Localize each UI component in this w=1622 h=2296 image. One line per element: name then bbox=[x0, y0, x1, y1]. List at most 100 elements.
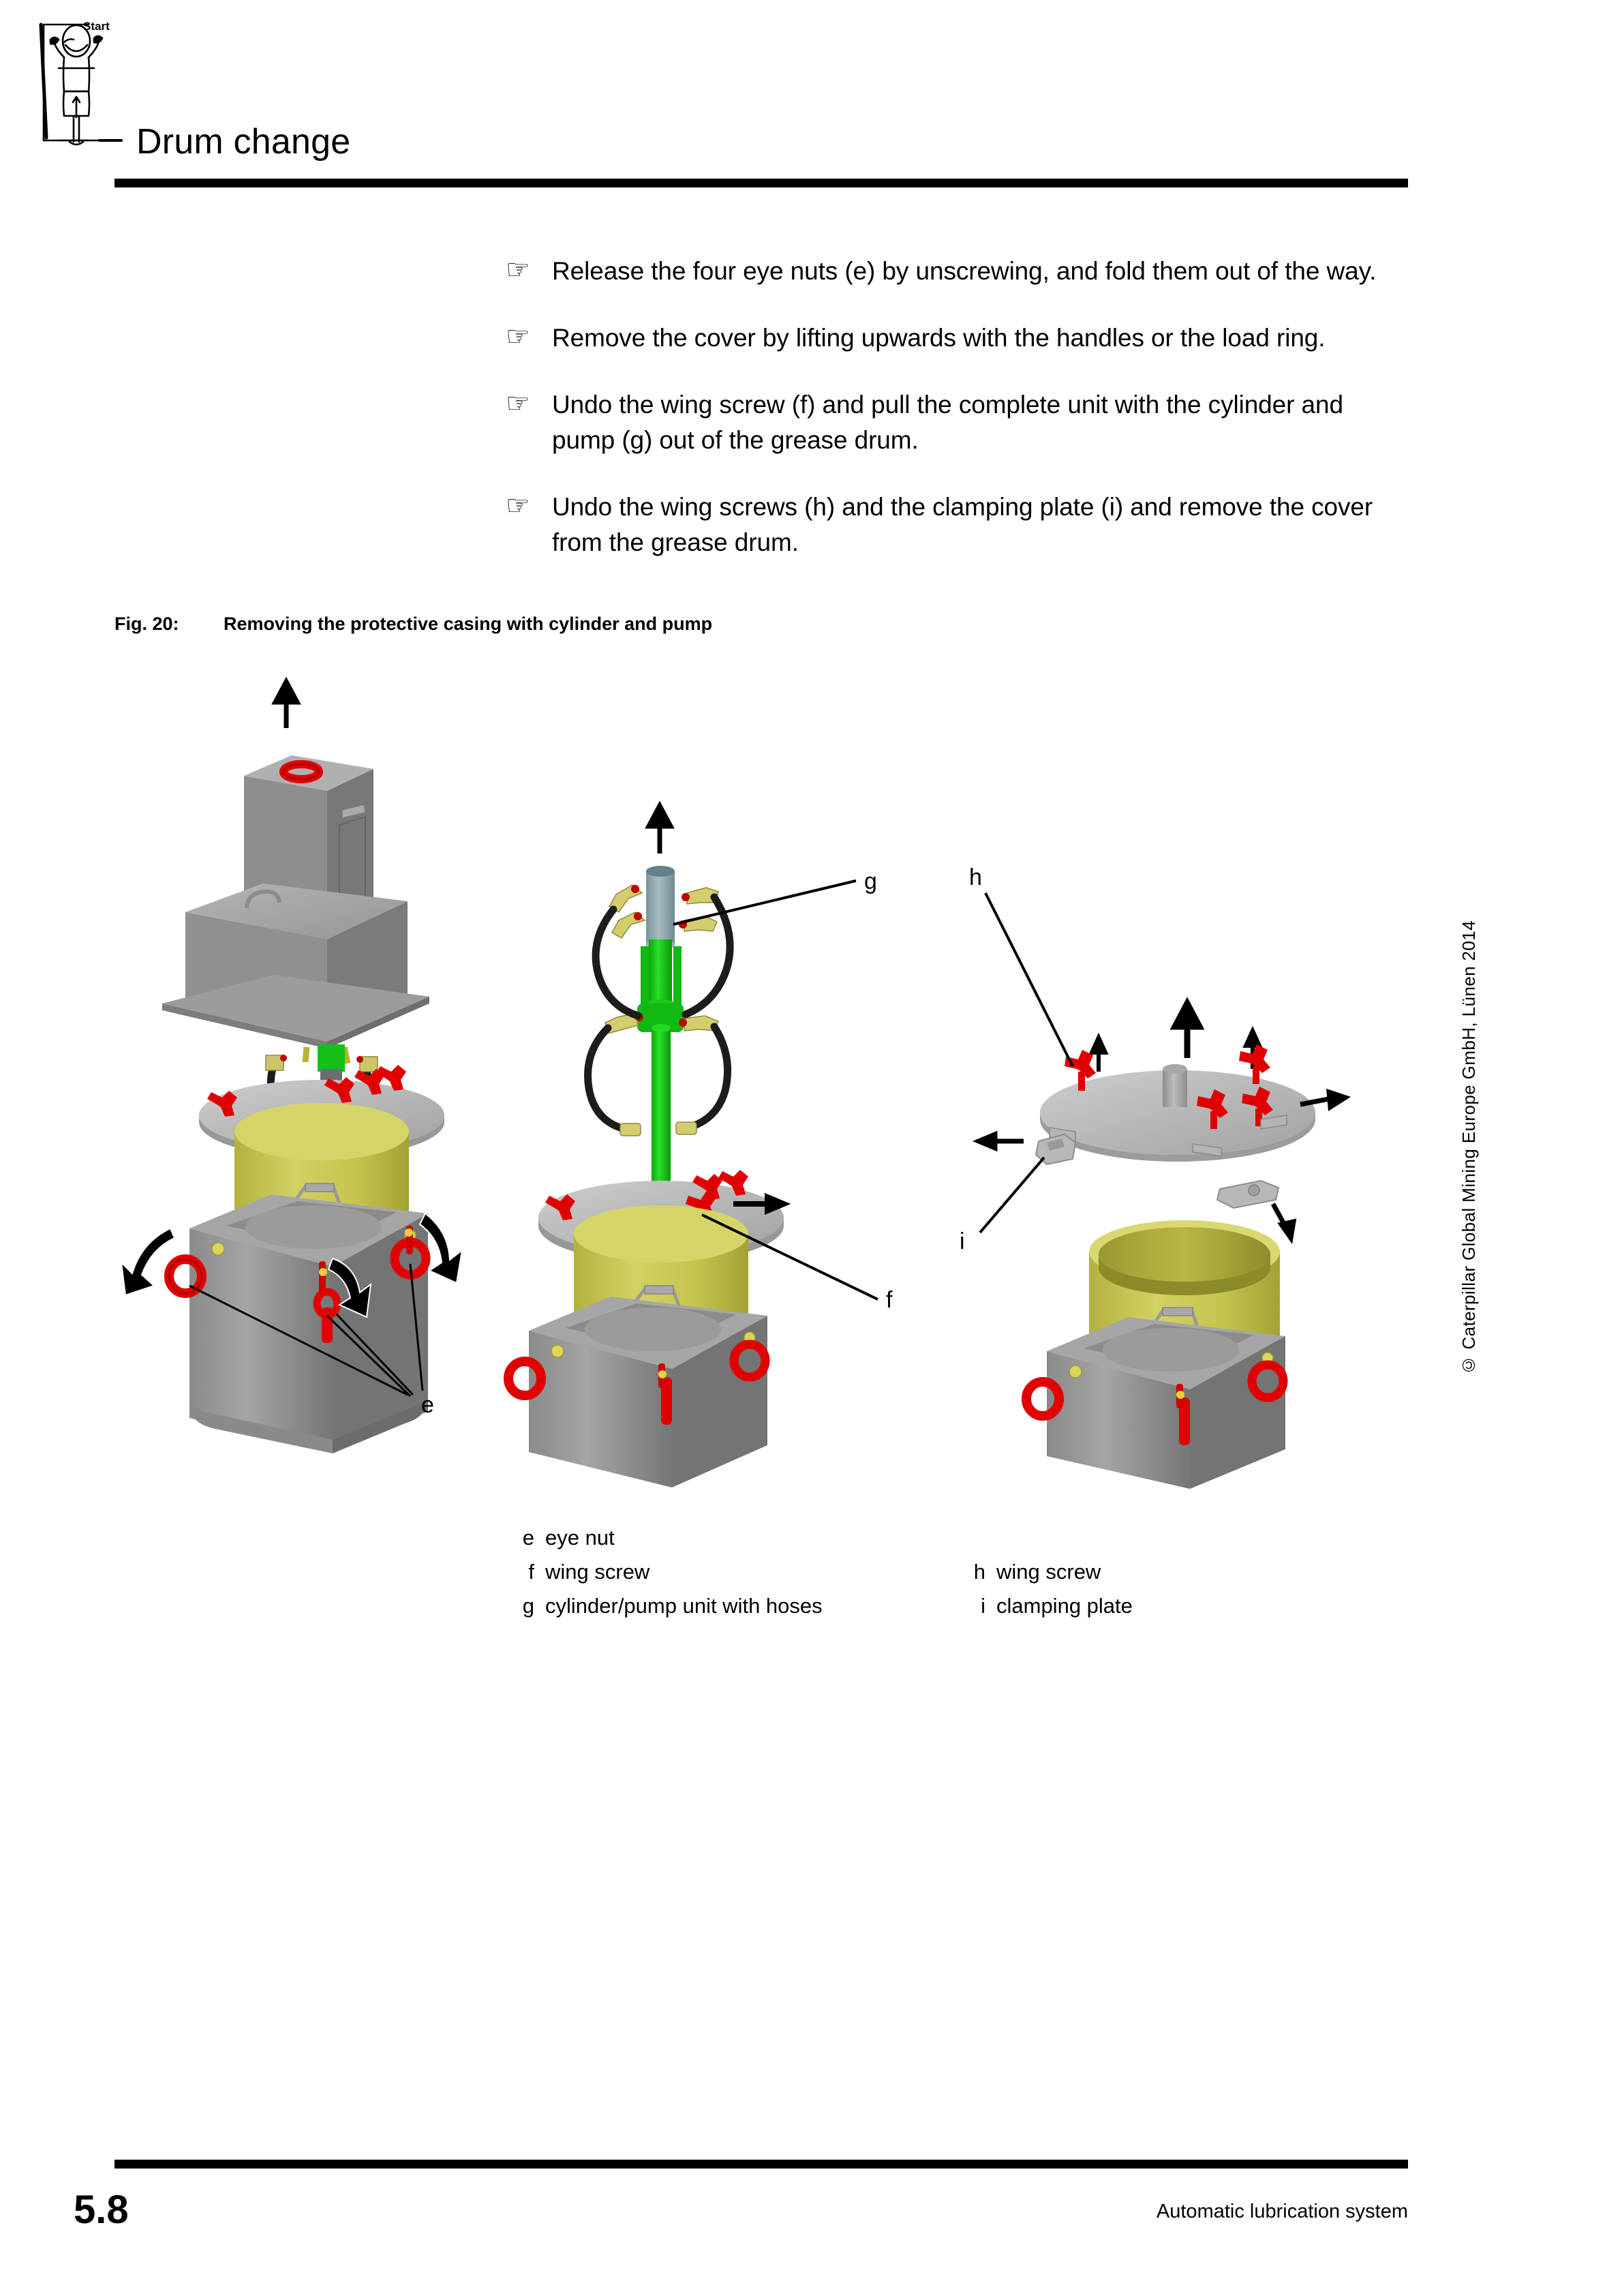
wing-screw-icon bbox=[376, 1065, 406, 1091]
outer-casing-box bbox=[1047, 1317, 1285, 1489]
figure-panel-3: h i bbox=[960, 864, 1351, 1489]
hose-end-fitting-icon bbox=[619, 1121, 697, 1136]
wing-screw-icon bbox=[718, 1170, 748, 1196]
callout-leader-line bbox=[189, 1263, 424, 1398]
wing-screw-icon bbox=[354, 1069, 384, 1095]
right-arrow-icon bbox=[1300, 1088, 1351, 1112]
figure-panel-1: e bbox=[120, 676, 463, 1453]
legend-key: e bbox=[522, 1526, 534, 1550]
down-arrow-icon bbox=[1270, 1203, 1297, 1245]
hose-fitting-icon bbox=[608, 884, 643, 913]
clamping-plate-piece bbox=[1216, 1179, 1280, 1209]
pump-unit bbox=[637, 939, 684, 1192]
instruction-item: ☞ Remove the cover by lifting upwards wi… bbox=[506, 320, 1412, 356]
hose-fitting-icon bbox=[679, 1015, 719, 1031]
pointing-hand-icon: ☞ bbox=[506, 490, 530, 522]
protective-casing-lower bbox=[162, 883, 429, 1048]
document-title: Automatic lubrication system bbox=[1156, 2201, 1408, 2222]
legend-description: eye nut bbox=[545, 1526, 615, 1550]
copyright-text: © Caterpillar Global Mining Europe GmbH,… bbox=[1458, 920, 1479, 1376]
start-person-icon: Start bbox=[34, 15, 129, 151]
instruction-text: Undo the wing screws (h) and the clampin… bbox=[552, 493, 1373, 556]
wing-screw-icon bbox=[1239, 1044, 1270, 1084]
legend-entry: i clamping plate bbox=[957, 1594, 1133, 1618]
eye-nut-icon bbox=[658, 1363, 672, 1425]
pointing-hand-icon: ☞ bbox=[506, 254, 530, 286]
legend-description: cylinder/pump unit with hoses bbox=[545, 1594, 823, 1618]
eye-nut-icon bbox=[313, 1261, 341, 1343]
up-arrow-icon bbox=[1088, 1032, 1109, 1072]
instruction-item: ☞ Undo the wing screw (f) and pull the c… bbox=[506, 387, 1412, 458]
legend-description: clamping plate bbox=[996, 1594, 1133, 1618]
wing-screw-icon bbox=[324, 1077, 354, 1103]
pointing-hand-icon: ☞ bbox=[506, 388, 530, 419]
clamping-cover-plate bbox=[1040, 1044, 1315, 1162]
eye-nut-icon bbox=[164, 1254, 206, 1298]
instruction-text: Release the four eye nuts (e) by unscrew… bbox=[552, 257, 1377, 285]
callout-label-g: g bbox=[864, 868, 877, 894]
cylinder-tube bbox=[646, 866, 675, 950]
hose-fitting-icon bbox=[682, 887, 719, 905]
clamping-plate-piece bbox=[1035, 1133, 1077, 1166]
left-arrow-icon bbox=[972, 1130, 1024, 1152]
wing-screw-icon bbox=[1242, 1087, 1273, 1126]
callout-leader-line bbox=[673, 879, 857, 926]
callout-label-e: e bbox=[421, 1392, 434, 1418]
callout-label-h: h bbox=[969, 864, 982, 890]
wing-screw-icon bbox=[692, 1174, 722, 1200]
eye-nut-icon bbox=[390, 1226, 431, 1280]
eye-nut-icon bbox=[1022, 1377, 1064, 1421]
legend-entry: e eye nut bbox=[506, 1526, 615, 1550]
rotation-arrow-icon bbox=[120, 1227, 176, 1297]
up-arrow-icon bbox=[271, 676, 301, 728]
callout-label-f: f bbox=[886, 1287, 893, 1313]
legend-key: i bbox=[981, 1594, 985, 1618]
eye-nut-icon bbox=[1247, 1360, 1288, 1402]
outer-casing-box bbox=[189, 1194, 428, 1453]
hose-fitting-icon bbox=[611, 911, 646, 939]
legend-key: h bbox=[973, 1560, 985, 1584]
wing-screw-h-icon bbox=[1065, 1050, 1096, 1091]
legend-key: f bbox=[528, 1560, 534, 1584]
callout-leader-line bbox=[984, 892, 1074, 1067]
page-title: Drum change bbox=[136, 122, 351, 162]
figure-number: Fig. 20: bbox=[114, 614, 179, 634]
figure-panel-2: g f bbox=[504, 800, 893, 1487]
callout-label-i: i bbox=[960, 1228, 965, 1254]
load-ring-icon bbox=[279, 760, 323, 783]
instruction-text: Undo the wing screw (f) and pull the com… bbox=[552, 391, 1343, 454]
callout-leader-line bbox=[701, 1213, 878, 1301]
figure-illustration: e bbox=[102, 654, 1383, 1507]
up-arrow-icon bbox=[645, 800, 675, 854]
instruction-item: ☞ Release the four eye nuts (e) by unscr… bbox=[506, 254, 1412, 289]
outer-casing-box bbox=[529, 1297, 767, 1487]
rotation-arrow-icon bbox=[418, 1212, 463, 1284]
hydraulic-hose bbox=[584, 893, 734, 1133]
rotation-arrow-icon bbox=[327, 1257, 372, 1318]
footer-divider bbox=[114, 2160, 1408, 2169]
eye-nut-icon bbox=[1176, 1384, 1190, 1445]
instruction-list: ☞ Release the four eye nuts (e) by unscr… bbox=[506, 254, 1412, 592]
legend-entry: f wing screw bbox=[506, 1560, 649, 1584]
instruction-item: ☞ Undo the wing screws (h) and the clamp… bbox=[506, 489, 1412, 560]
instruction-text: Remove the cover by lifting upwards with… bbox=[552, 324, 1326, 352]
legend-description: wing screw bbox=[545, 1560, 650, 1584]
pointing-hand-icon: ☞ bbox=[506, 321, 530, 352]
wing-screw-icon bbox=[1197, 1089, 1228, 1129]
legend-row: e eye nut bbox=[506, 1526, 1323, 1560]
eye-nut-icon bbox=[504, 1357, 546, 1400]
wing-screw-icon bbox=[207, 1091, 237, 1117]
figure-caption-text: Removing the protective casing with cyli… bbox=[224, 614, 713, 634]
eye-nut-icon bbox=[729, 1340, 770, 1382]
wing-screw-icon bbox=[545, 1194, 575, 1220]
callout-leader-line bbox=[979, 1156, 1045, 1234]
right-arrow-icon bbox=[733, 1193, 791, 1215]
up-arrow-icon bbox=[1169, 997, 1205, 1058]
header-divider bbox=[114, 179, 1408, 187]
copyright-notice: © Caterpillar Global Mining Europe GmbH,… bbox=[1458, 920, 1480, 1376]
